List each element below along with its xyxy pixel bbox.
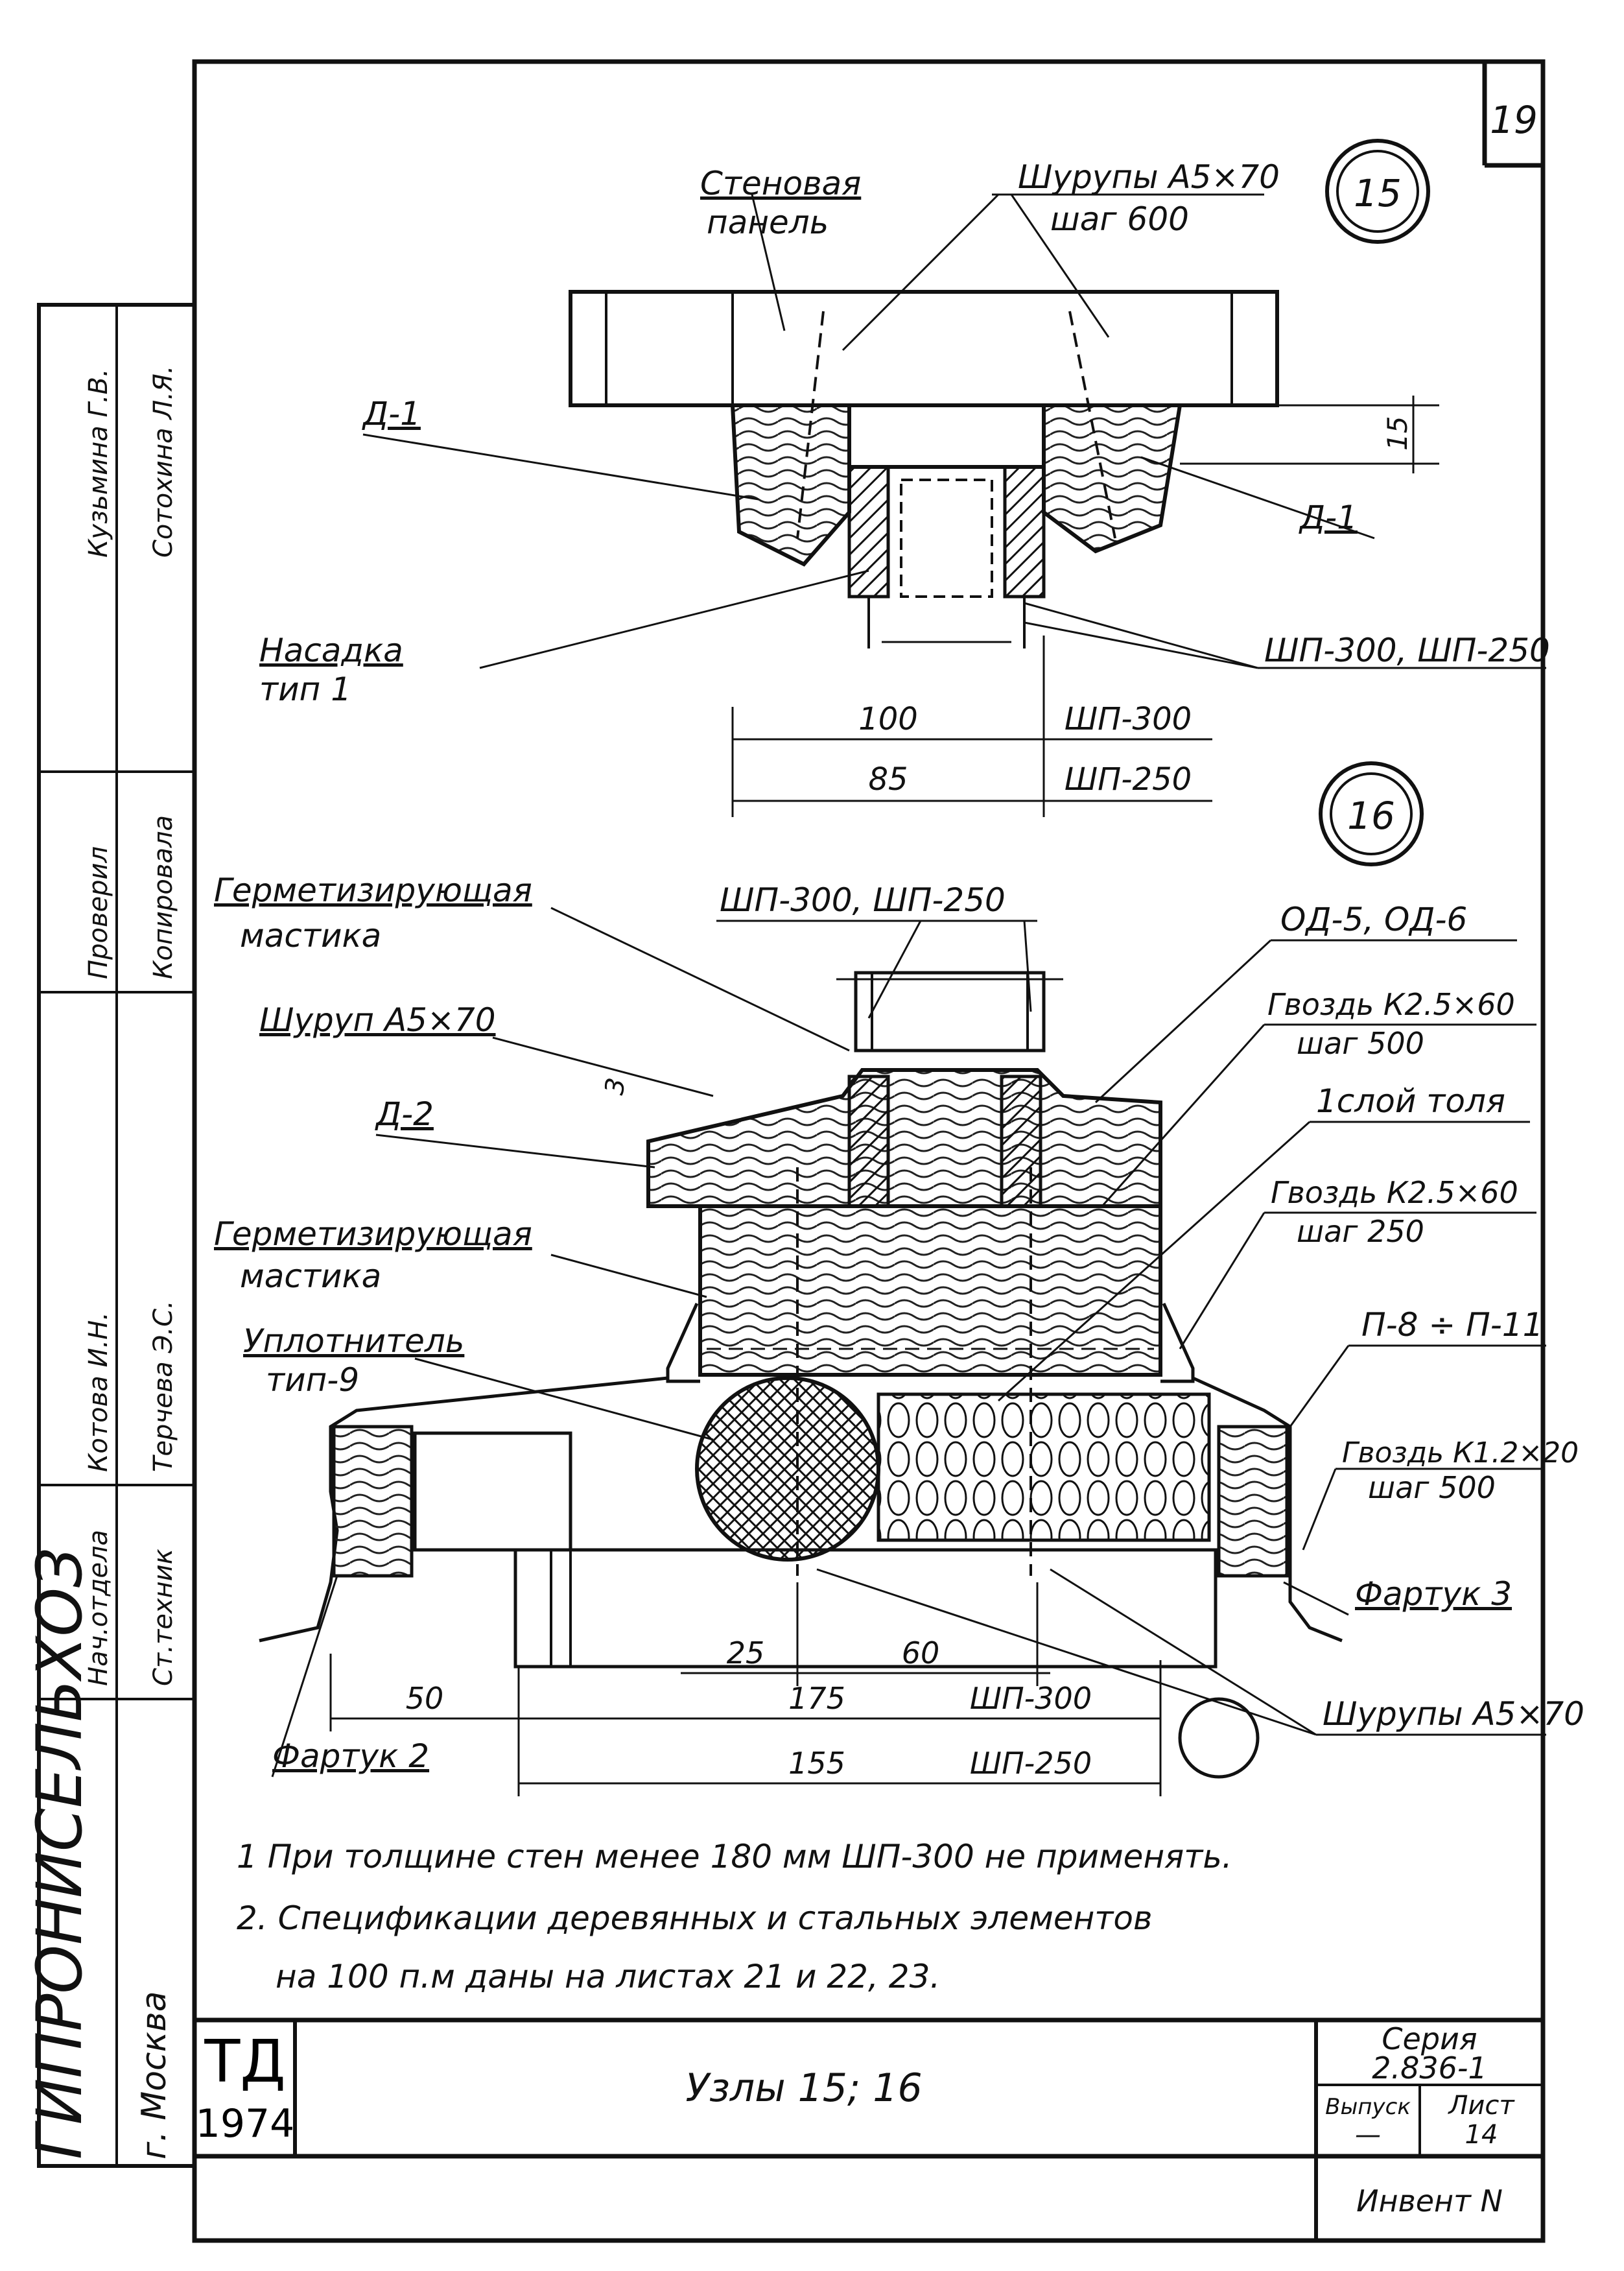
node16-nail3-label-2: шаг 500 bbox=[1368, 1470, 1496, 1505]
node16-dim-155-label: ШП-250 bbox=[970, 1746, 1092, 1781]
node16-number-circle bbox=[1319, 761, 1424, 866]
node16-p-range-label: П-8 ÷ П-11 bbox=[1361, 1306, 1543, 1344]
node16-d2-label: Д-2 bbox=[375, 1095, 434, 1133]
node16-number: 16 bbox=[1347, 794, 1395, 838]
title-sheet-label: Лист bbox=[1447, 2091, 1515, 2121]
node16-main-beam bbox=[698, 1204, 1162, 1377]
node16-sealant-top-2: мастика bbox=[240, 917, 381, 955]
node15-wall-panel-label-2: панель bbox=[707, 204, 829, 241]
node16-sealant-mid-2: мастика bbox=[240, 1257, 381, 1295]
stamp-role2-1: Проверил bbox=[84, 846, 113, 979]
note-1: 1 При толщине стен менее 180 мм ШП-300 н… bbox=[237, 1838, 1232, 1875]
node16-nail2-label-1: Гвоздь К2.5×60 bbox=[1271, 1175, 1518, 1210]
node16-seal bbox=[695, 1376, 880, 1562]
node15-d1-right-label: Д-1 bbox=[1299, 499, 1358, 536]
node16-nail2-label-2: шаг 250 bbox=[1297, 1214, 1424, 1249]
stamp-role2-2: Копировала bbox=[148, 815, 178, 979]
node16-floor-panel bbox=[513, 1548, 1218, 1669]
node16-profile-top bbox=[854, 971, 1046, 1052]
stamp-name-1: Котова И.Н. bbox=[84, 1312, 113, 1472]
node15-cap-label-2: тип 1 bbox=[259, 671, 351, 708]
node16-dims bbox=[329, 1582, 1162, 1796]
node16-apron3-label: Фартук 3 bbox=[1355, 1575, 1512, 1613]
node16-screws-label: Шурупы А5×70 bbox=[1323, 1695, 1584, 1733]
node16-right-block bbox=[1217, 1425, 1289, 1578]
node15-wall-panel bbox=[569, 290, 1279, 407]
node16-dim-60: 60 bbox=[902, 1635, 940, 1671]
title-series-label: Серия bbox=[1382, 2021, 1477, 2056]
node16-dim-50: 50 bbox=[406, 1681, 444, 1716]
note-2: 2. Спецификации деревянных и стальных эл… bbox=[237, 1899, 1152, 1937]
node16-nail1-label-1: Гвоздь К2.5×60 bbox=[1267, 987, 1515, 1022]
stamp-name-3: Терчева Э.С. bbox=[148, 1300, 178, 1472]
node15-dim-15-text: 15 bbox=[1382, 416, 1413, 451]
title-main: Узлы 15; 16 bbox=[685, 2065, 922, 2111]
note-3: на 100 п.м даны на листах 21 и 22, 23. bbox=[276, 1958, 940, 1995]
node15-dim-100-label: ШП-300 bbox=[1065, 701, 1192, 737]
title-block bbox=[194, 2017, 1543, 2241]
node16-dim-175-label: ШП-300 bbox=[970, 1681, 1092, 1716]
node15-wall-panel-label-1: Стеновая bbox=[700, 165, 861, 202]
stamp-role-1: Нач.отдела bbox=[84, 1530, 113, 1686]
stamp-name2-1: Кузьмина Г.В. bbox=[84, 368, 113, 558]
node16-dim-3: 3 bbox=[600, 1076, 632, 1097]
node16-insulation bbox=[877, 1392, 1211, 1542]
node15-d1-left-label: Д-1 bbox=[362, 395, 421, 433]
node16-seal-label-1: Уплотнитель bbox=[243, 1322, 464, 1360]
node16-nail3-label-1: Гвоздь К1.2×20 bbox=[1342, 1436, 1579, 1469]
node16-cover-board bbox=[413, 1431, 572, 1552]
node15-inner-tube bbox=[900, 479, 993, 598]
node15-cap-label-1: Насадка bbox=[259, 632, 403, 669]
node16-profiles-label: ШП-300, ШП-250 bbox=[720, 881, 1006, 919]
node15-profile-left bbox=[847, 465, 890, 599]
node16-apron2-label: Фартук 2 bbox=[272, 1737, 429, 1775]
node16-seal-label-2: тип-9 bbox=[266, 1361, 359, 1399]
node15-dim-15 bbox=[1180, 396, 1439, 473]
title-td: ТД bbox=[204, 2028, 285, 2096]
node16-dim-25: 25 bbox=[727, 1635, 765, 1671]
title-series-value: 2.836-1 bbox=[1372, 2051, 1487, 2086]
stamp-city: г. Москва bbox=[135, 1991, 174, 2159]
node15-profiles-label: ШП-300, ШП-250 bbox=[1264, 632, 1550, 669]
node15-dim-85-label: ШП-250 bbox=[1065, 761, 1192, 798]
stamp-role-4: Ст.техник bbox=[148, 1549, 178, 1686]
node16-left-block bbox=[332, 1425, 414, 1578]
node15-number: 15 bbox=[1354, 171, 1402, 215]
node16-sealant-mid-1: Герметизирующая bbox=[214, 1215, 532, 1253]
node16-od-label: ОД-5, ОД-6 bbox=[1280, 901, 1467, 938]
stamp-org: ГИПРОНИСЕЛЬХОЗ bbox=[23, 1547, 96, 2159]
node15-d1-left-block bbox=[730, 403, 851, 567]
node15-cap bbox=[847, 403, 1046, 469]
title-issue-value: — bbox=[1355, 2120, 1381, 2150]
node16-dim-155: 155 bbox=[788, 1746, 845, 1781]
node16-screw-label: Шуруп А5×70 bbox=[259, 1001, 496, 1039]
title-inventory-label: Инвент N bbox=[1356, 2183, 1503, 2218]
node15-screws-label-1: Шурупы А5×70 bbox=[1018, 158, 1280, 196]
node15-dim-100: 100 bbox=[858, 701, 918, 737]
node16-sealant-top-1: Герметизирующая bbox=[214, 872, 532, 909]
node16-tar-label: 1слой толя bbox=[1316, 1082, 1505, 1120]
stamp-name2-2: Сотохина Л.Я. bbox=[148, 365, 178, 558]
node16-round-detail bbox=[1178, 1697, 1260, 1779]
node16-dim-175: 175 bbox=[788, 1681, 845, 1716]
node16-profile-right bbox=[1000, 1075, 1042, 1208]
sheet-number: 19 bbox=[1490, 98, 1538, 142]
node15-dim-85: 85 bbox=[868, 761, 908, 798]
node15-dims bbox=[731, 636, 1212, 817]
node16-profile-left bbox=[847, 1075, 890, 1208]
node15-screws-label-2: шаг 600 bbox=[1050, 200, 1189, 238]
title-year: 1974 bbox=[196, 2101, 295, 2146]
title-issue-label: Выпуск bbox=[1325, 2094, 1411, 2120]
left-stamp bbox=[37, 303, 196, 2168]
node15-profile-right bbox=[1003, 465, 1046, 599]
node16-nail1-label-2: шаг 500 bbox=[1297, 1026, 1424, 1061]
node15-d1-right-block bbox=[1042, 403, 1183, 554]
node16-d2-block bbox=[646, 1068, 1162, 1208]
title-sheet-value: 14 bbox=[1465, 2120, 1498, 2150]
node15-number-circle bbox=[1325, 139, 1430, 244]
